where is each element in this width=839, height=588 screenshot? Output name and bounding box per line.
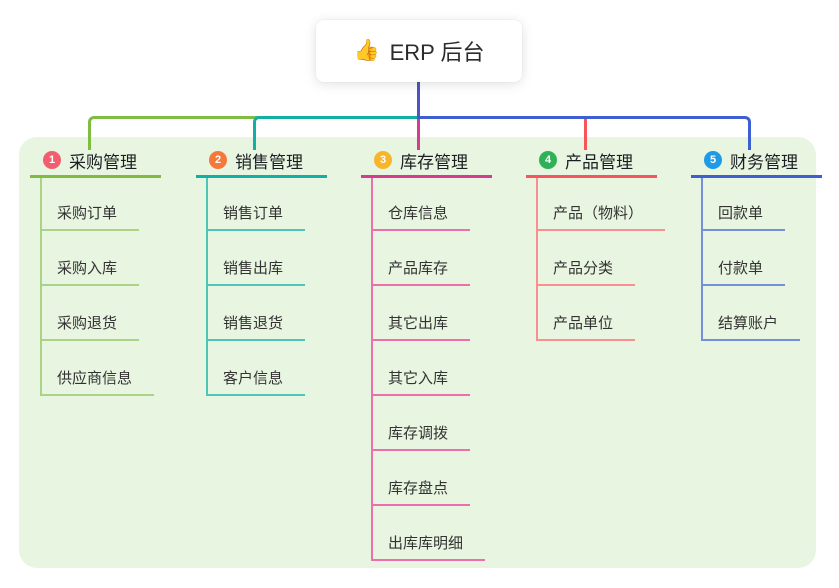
children-connector (371, 178, 373, 561)
branch-number-badge: 3 (374, 151, 392, 169)
child-node[interactable]: 销售订单 (206, 203, 306, 231)
root-node-label: ERP 后台 (389, 40, 485, 65)
child-node[interactable]: 销售退货 (206, 313, 306, 341)
child-node[interactable]: 付款单 (701, 258, 786, 286)
children-connector (536, 178, 538, 341)
children-connector (206, 178, 208, 396)
thumbs-up-icon: 👍 (353, 39, 380, 62)
child-node[interactable]: 客户信息 (206, 368, 306, 396)
child-node[interactable]: 其它出库 (371, 313, 471, 341)
child-node[interactable]: 采购入库 (40, 258, 140, 286)
child-node[interactable]: 产品库存 (371, 258, 471, 286)
branch-connector (417, 116, 751, 150)
branch-label: 财务管理 (730, 152, 798, 172)
branch-label: 采购管理 (69, 152, 137, 172)
branch-label: 销售管理 (235, 152, 303, 172)
branch-number-badge: 1 (43, 151, 61, 169)
child-node[interactable]: 其它入库 (371, 368, 471, 396)
branch-node-4[interactable]: 4 产品管理 (526, 145, 657, 178)
child-node[interactable]: 供应商信息 (40, 368, 155, 396)
branch-node-2[interactable]: 2 销售管理 (196, 145, 327, 178)
children-connector (701, 178, 703, 341)
child-node[interactable]: 采购订单 (40, 203, 140, 231)
branch-number-badge: 4 (539, 151, 557, 169)
branch-node-1[interactable]: 1 采购管理 (30, 145, 161, 178)
branch-connector (584, 119, 587, 150)
child-node[interactable]: 销售出库 (206, 258, 306, 286)
child-node[interactable]: 产品（物料） (536, 203, 666, 231)
child-node[interactable]: 产品单位 (536, 313, 636, 341)
root-connector (417, 82, 420, 119)
child-node[interactable]: 出库库明细 (371, 533, 486, 561)
children-connector (40, 178, 42, 396)
child-node[interactable]: 产品分类 (536, 258, 636, 286)
mindmap-canvas-panel (19, 137, 816, 568)
child-node[interactable]: 结算账户 (701, 313, 801, 341)
branch-label: 产品管理 (565, 152, 633, 172)
branch-number-badge: 5 (704, 151, 722, 169)
branch-node-3[interactable]: 3 库存管理 (361, 145, 492, 178)
child-node[interactable]: 仓库信息 (371, 203, 471, 231)
child-node[interactable]: 库存调拨 (371, 423, 471, 451)
branch-label: 库存管理 (400, 152, 468, 172)
branch-connector (253, 116, 420, 150)
root-node[interactable]: 👍 ERP 后台 (316, 20, 522, 82)
branch-connector (417, 119, 420, 150)
child-node[interactable]: 库存盘点 (371, 478, 471, 506)
branch-number-badge: 2 (209, 151, 227, 169)
child-node[interactable]: 采购退货 (40, 313, 140, 341)
child-node[interactable]: 回款单 (701, 203, 786, 231)
branch-node-5[interactable]: 5 财务管理 (691, 145, 822, 178)
